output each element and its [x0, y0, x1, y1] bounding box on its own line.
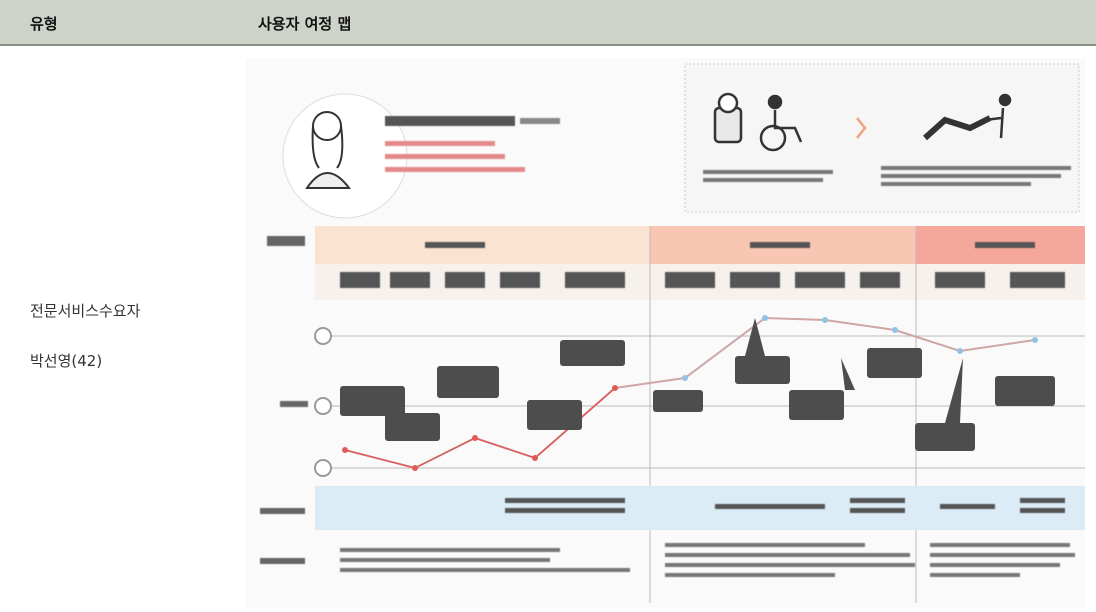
type-label: 전문서비스수요자	[30, 302, 141, 320]
scenario-box	[684, 63, 1080, 213]
persona-illustration	[305, 111, 351, 189]
table-header: 유형 사용자 여정 맵	[0, 0, 1096, 46]
journey-map-figure	[245, 58, 1085, 608]
persona-name: 박선영(42)	[30, 352, 103, 370]
scenario-icons	[713, 92, 1012, 152]
header-journey-map: 사용자 여정 맵	[258, 15, 352, 33]
header-type: 유형	[30, 15, 58, 33]
persona-text	[385, 116, 560, 172]
journey-map-graphic	[260, 63, 1085, 603]
speech-bubbles	[340, 318, 1055, 451]
